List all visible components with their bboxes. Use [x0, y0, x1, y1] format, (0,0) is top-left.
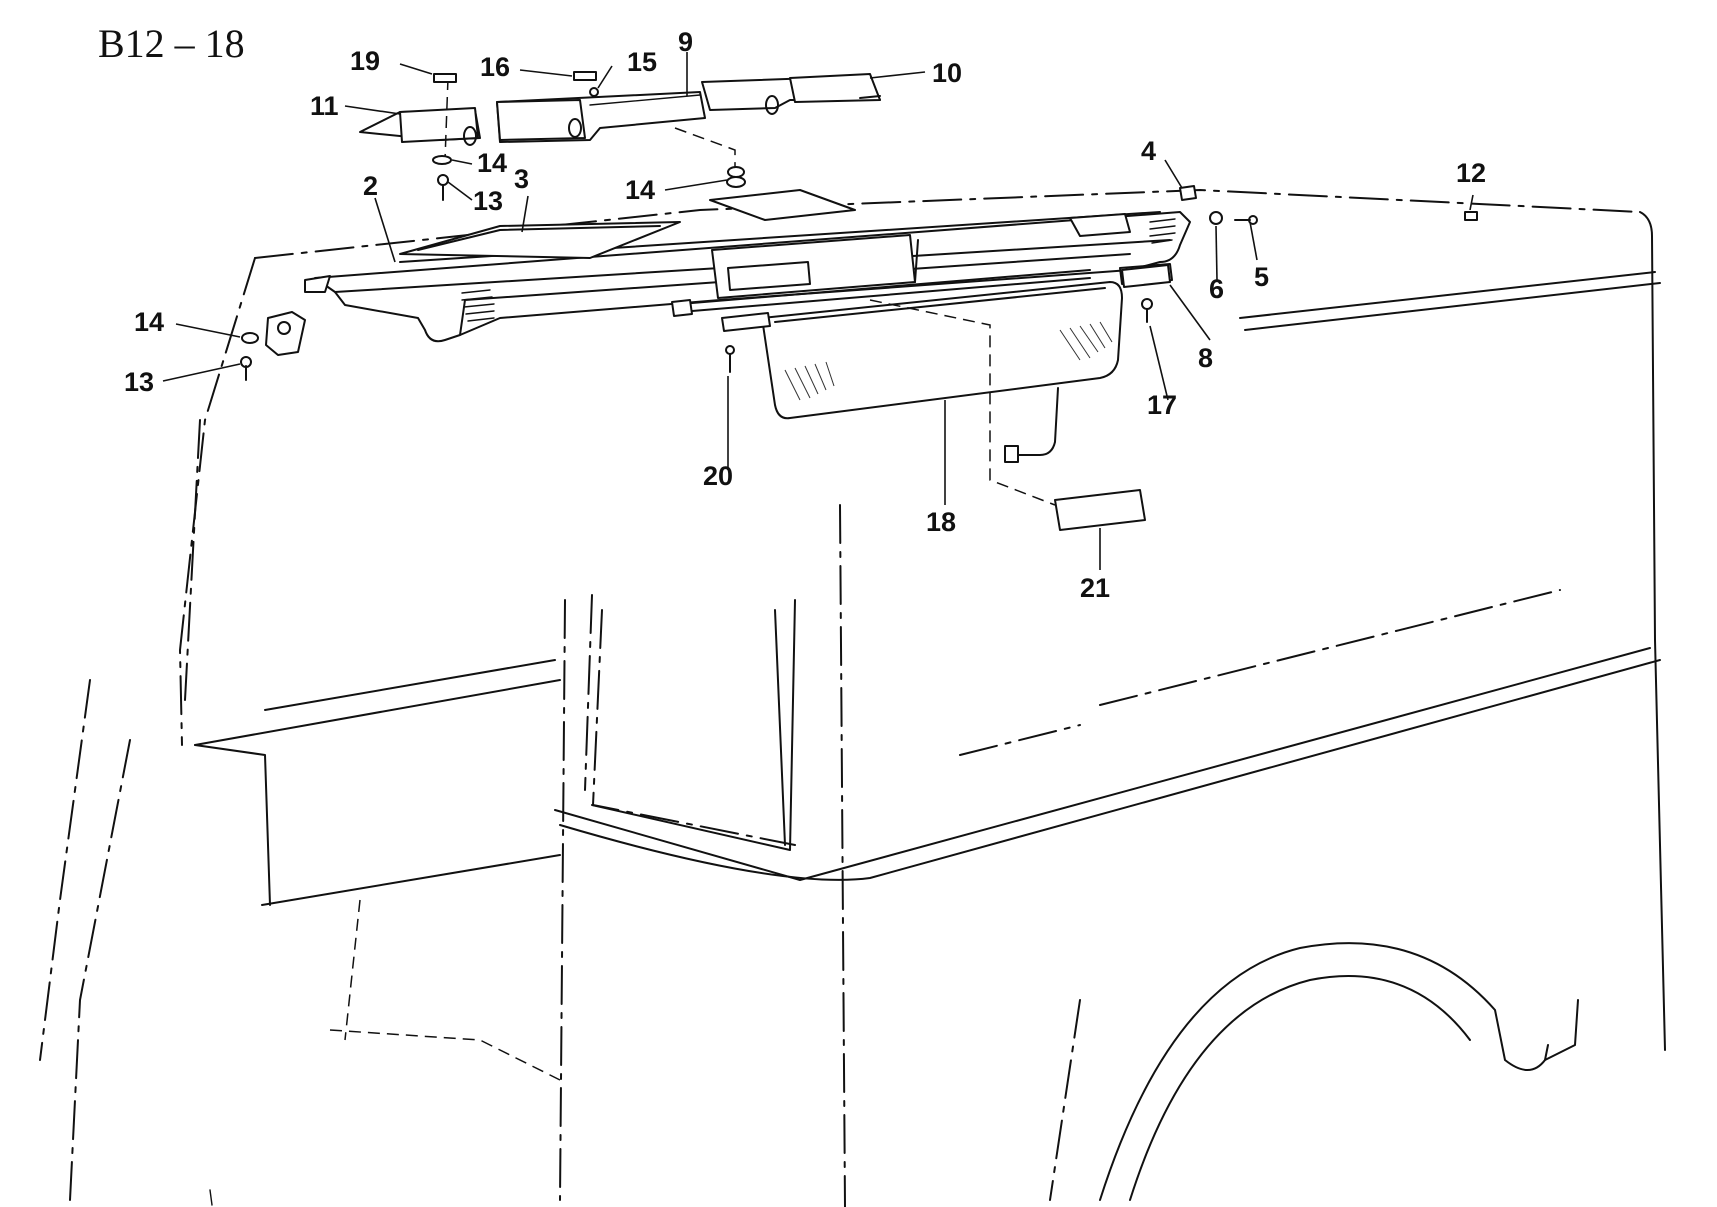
callout-8: 8 — [1198, 343, 1213, 373]
bracket-9 — [496, 91, 706, 143]
callout-16: 16 — [480, 52, 510, 82]
callout-19: 19 — [350, 46, 380, 76]
callout-15: 15 — [627, 47, 657, 77]
bracket-10 — [701, 73, 881, 115]
callout-3: 3 — [514, 164, 529, 194]
callout-14-left: 14 — [134, 307, 164, 337]
callout-13-upper: 13 — [473, 186, 503, 216]
callout-9: 9 — [678, 27, 693, 57]
callout-12: 12 — [1456, 158, 1486, 188]
vehicle-body-outline — [39, 188, 1666, 1207]
visor-shading — [784, 321, 1113, 401]
callout-4: 4 — [1141, 136, 1156, 166]
sun-visor — [671, 264, 1171, 463]
bracket-11 — [359, 107, 481, 146]
callout-20: 20 — [703, 461, 733, 491]
callout-11: 11 — [310, 91, 339, 121]
callout-14-center: 14 — [625, 175, 655, 205]
callout-6: 6 — [1209, 274, 1224, 304]
fasteners — [240, 71, 1478, 381]
callout-18: 18 — [926, 507, 956, 537]
assembly-line-21 — [869, 299, 1056, 506]
callout-13-left: 13 — [124, 367, 154, 397]
assembly-line-9 — [674, 127, 736, 168]
assembly-line-19 — [444, 77, 449, 161]
callout-labels: 19 16 15 9 10 11 14 13 2 3 14 4 12 5 6 8… — [124, 27, 1486, 603]
leader-lines — [162, 52, 1474, 570]
console-vent-left — [461, 289, 495, 322]
callout-10: 10 — [932, 58, 962, 88]
console-vent-right — [1149, 218, 1176, 244]
roof-console — [304, 211, 1191, 343]
diagram-title: B12 – 18 — [98, 21, 245, 66]
callout-14-upper: 14 — [477, 148, 507, 178]
callout-5: 5 — [1254, 262, 1269, 292]
mounting-plate-center — [709, 189, 856, 221]
callout-21: 21 — [1080, 573, 1110, 603]
lens-cover — [1054, 489, 1146, 531]
callout-17: 17 — [1147, 390, 1177, 420]
callout-2: 2 — [363, 171, 378, 201]
trim-panel — [399, 213, 1131, 259]
